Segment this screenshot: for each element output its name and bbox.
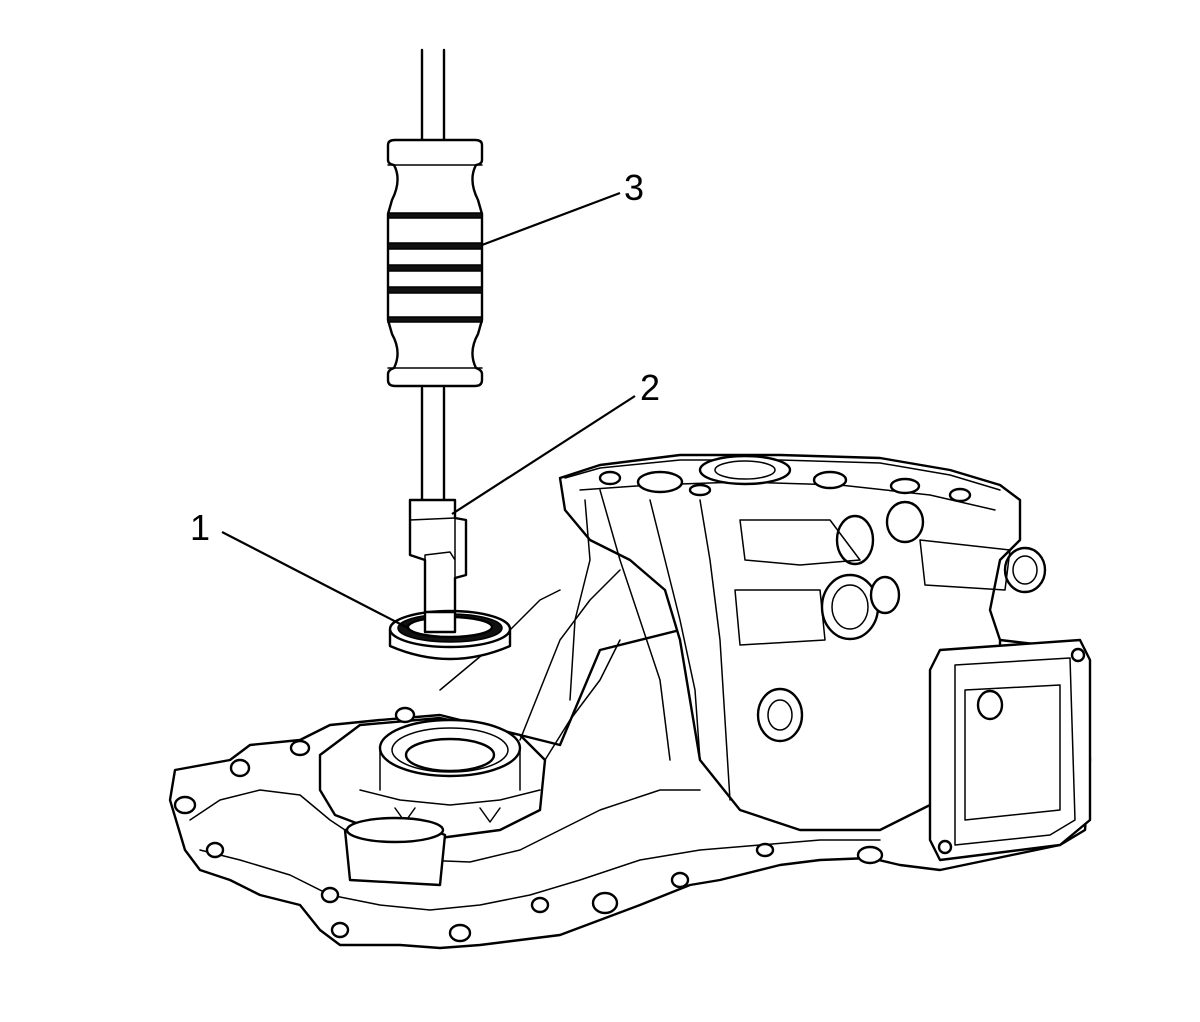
callout-1: 1 bbox=[190, 507, 409, 629]
transmission-case bbox=[168, 453, 1092, 950]
installer-tool bbox=[386, 48, 512, 661]
handle-rod-upper bbox=[420, 48, 446, 144]
leader-line-3 bbox=[481, 191, 621, 247]
callout-label-1: 1 bbox=[190, 507, 210, 548]
handle-grip bbox=[386, 138, 484, 388]
callout-2: 2 bbox=[451, 367, 660, 515]
leader-line-1 bbox=[221, 531, 409, 629]
callout-label-3: 3 bbox=[624, 167, 644, 208]
callout-3: 3 bbox=[481, 167, 644, 247]
flange-bolt-holes bbox=[173, 706, 884, 943]
handle-rod-lower bbox=[420, 386, 446, 502]
axle-seal bbox=[388, 609, 512, 661]
leader-line-2 bbox=[451, 395, 636, 515]
installer-adapter bbox=[408, 498, 468, 632]
callout-label-2: 2 bbox=[640, 367, 660, 408]
